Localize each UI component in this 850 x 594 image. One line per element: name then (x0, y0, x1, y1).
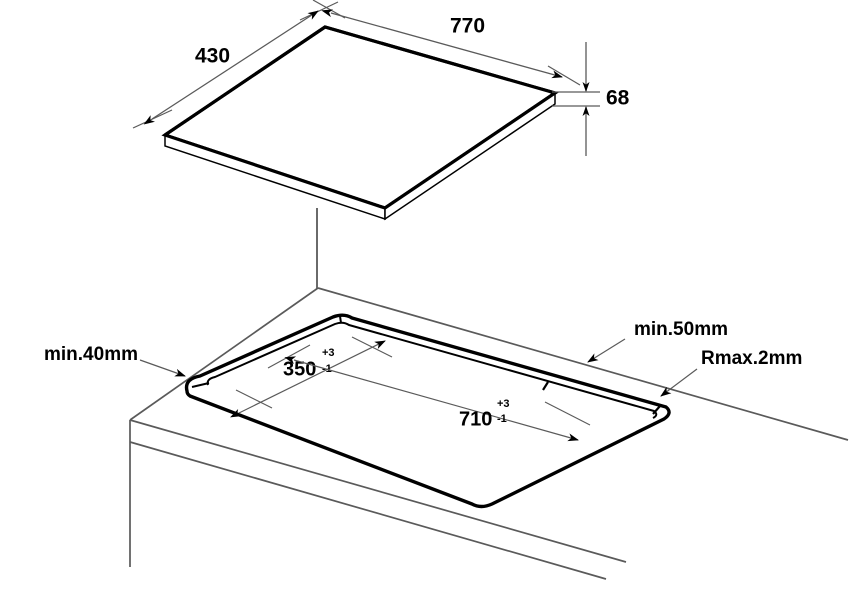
note-min50mm: min.50mm (587, 319, 728, 363)
dim-line-770 (321, 9, 563, 79)
dimension-430: 430 (132, 1, 339, 129)
worktop-front-top-edge (129, 419, 627, 563)
dim-line-430 (143, 10, 319, 125)
dimension-770: 770 (312, 0, 581, 86)
dimension-710: 710 +3 -1 (267, 344, 591, 442)
worktop-back-right-edge (317, 287, 849, 441)
note-min40mm: min.40mm (44, 344, 186, 377)
note-label-min40mm: min.40mm (44, 344, 138, 365)
leader-line-min50mm (587, 338, 626, 363)
dim-label-68: 68 (606, 87, 630, 110)
note-label-min50mm: min.50mm (634, 319, 728, 340)
ext-line-770-b (547, 65, 581, 86)
leader-line-rmax2mm (660, 368, 698, 397)
dim-tol-lower-710: -1 (497, 413, 507, 425)
dim-label-430: 430 (195, 45, 230, 68)
cutout-tick-left (191, 382, 210, 388)
worktop-back-left-edge (129, 287, 319, 421)
dim-label-710: 710 (459, 408, 492, 430)
note-rmax2mm: Rmax.2mm (660, 348, 802, 397)
leader-line-min40mm (139, 359, 186, 377)
dim-tol-upper-710: +3 (497, 398, 510, 410)
dim-line-710 (284, 356, 579, 442)
dimension-68: 68 (552, 42, 630, 156)
cutout-tick-back-left (339, 315, 342, 324)
cutout-tick-right (652, 405, 661, 415)
note-label-rmax2mm: Rmax.2mm (701, 348, 802, 369)
dim-label-770: 770 (450, 15, 485, 38)
dim-tol-upper-350: +3 (322, 347, 335, 359)
cutout-inner-ledge (206, 321, 658, 419)
worktop-front-bottom-edge (129, 441, 607, 580)
